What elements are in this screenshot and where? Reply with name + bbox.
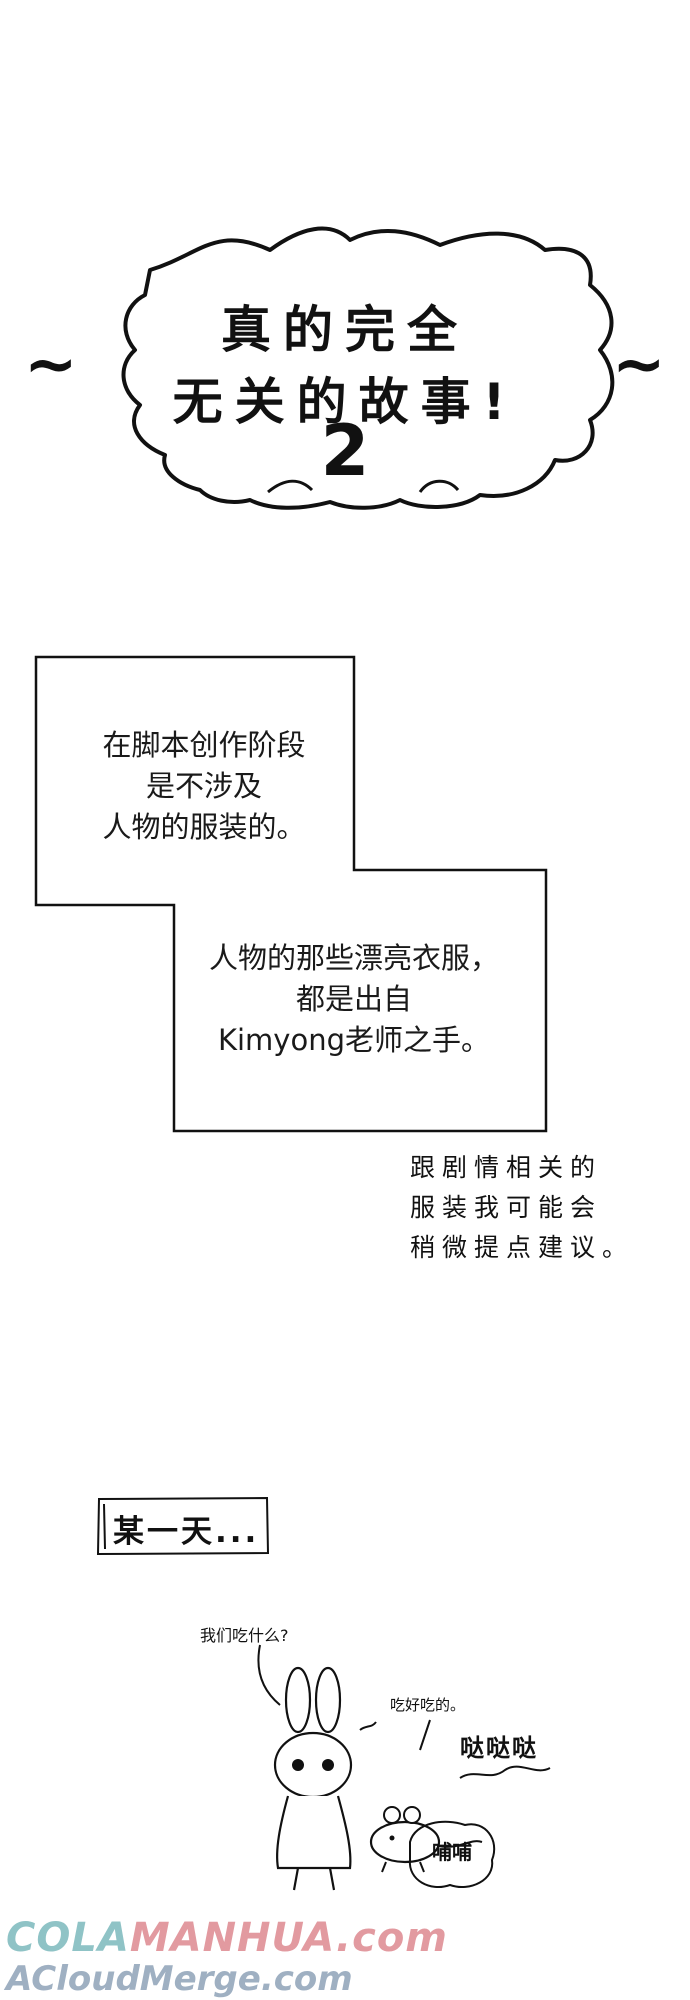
scene-caption-box: 某一天... — [95, 1495, 271, 1557]
burst-outline — [121, 226, 615, 510]
narration-line: 人物的那些漂亮衣服， — [208, 941, 499, 975]
watermark-part: MANHUA — [129, 1915, 336, 1961]
narration-line: 在脚本创作阶段 — [102, 728, 306, 762]
watermark-part: .com — [335, 1915, 448, 1961]
handwritten-note: 跟剧情相关的 服装我可能会 稍微提点建议。 — [410, 1148, 670, 1268]
doodle-scene: 我们吃什么? 吃好吃的。 哒哒哒 哺哺 — [170, 1610, 590, 1910]
speech-line-1: 我们吃什么? — [200, 1626, 289, 1645]
note-line: 跟剧情相关的 — [410, 1153, 603, 1182]
doodle-drawing — [257, 1644, 551, 1891]
narration-line: Kimyong老师之手。 — [217, 1023, 491, 1057]
caption-outline — [96, 1496, 270, 1556]
title-line-1: 真的完全 — [221, 301, 469, 359]
narration-line: 人物的服装的。 — [102, 810, 306, 844]
narration-box: 在脚本创作阶段 是不涉及 人物的服装的。 人物的那些漂亮衣服， 都是出自 Kim… — [34, 655, 550, 1135]
scene-caption: 某一天... — [113, 1514, 260, 1550]
narration-line: 都是出自 — [295, 982, 412, 1016]
title-burst: ~ ~ 真的完全 无关的故事! 2 — [0, 210, 690, 510]
episode-number: 2 — [320, 410, 370, 492]
note-line: 服装我可能会 — [410, 1193, 603, 1222]
sound-effect-1: 哒哒哒 — [460, 1734, 538, 1762]
narration-text-1: 在脚本创作阶段 是不涉及 人物的服装的。 — [54, 725, 354, 848]
watermark: COLAMANHUA.com ACloudMerge.com — [0, 1915, 447, 2000]
left-tilde: ~ — [24, 328, 78, 402]
speech-line-2: 吃好吃的。 — [390, 1696, 466, 1714]
watermark-line-2: ACloudMerge.com — [6, 1959, 353, 1999]
watermark-line-1: COLAMANHUA.com — [6, 1915, 448, 1961]
note-line: 稍微提点建议。 — [410, 1233, 635, 1262]
narration-text-2: 人物的那些漂亮衣服， 都是出自 Kimyong老师之手。 — [184, 938, 524, 1061]
right-tilde: ~ — [612, 328, 666, 402]
watermark-part: COLA — [6, 1915, 130, 1961]
title-line-2: 无关的故事! — [172, 373, 518, 431]
sound-effect-2: 哺哺 — [432, 1840, 472, 1864]
narration-outline — [34, 655, 548, 1133]
narration-line: 是不涉及 — [145, 769, 262, 803]
